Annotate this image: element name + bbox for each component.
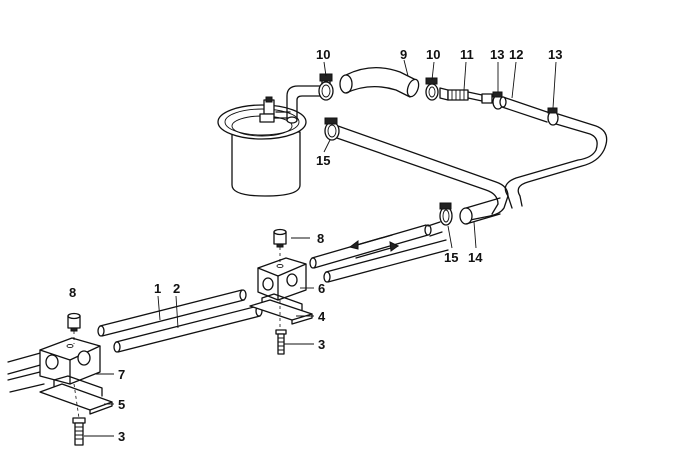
label-part-14: 14 [468,250,483,265]
hose-9 [339,67,420,98]
hose-clamp-13-right [547,107,559,126]
fuel-filter-housing [217,96,307,197]
label-part-1: 1 [154,281,161,296]
label-part-6: 6 [318,281,325,296]
rigid-fuel-pipes-lower [97,289,263,353]
hose-clamp-15-upper [324,117,340,141]
pipe-holder-6 [257,257,307,301]
hose-14 [459,197,501,225]
label-part-7: 7 [118,367,125,382]
label-part-3b: 3 [118,429,125,444]
hose-clamp-10-right [425,77,439,101]
nut-8-lower [67,312,81,332]
nut-8-upper [273,228,287,248]
bolt-3-upper [275,329,287,355]
hose-clamp-10-left [318,73,334,101]
rigid-fuel-pipes-upper [309,221,449,283]
label-part-4: 4 [318,309,326,324]
label-part-13b: 13 [548,47,562,62]
assembly-axis-lines [73,247,281,419]
fuel-return-line [504,113,608,209]
label-part-13a: 13 [490,47,504,62]
label-part-12: 12 [509,47,523,62]
label-part-9: 9 [400,47,407,62]
bracket-4 [249,293,313,325]
label-part-3a: 3 [318,337,325,352]
label-part-11: 11 [460,47,474,62]
label-part-15a: 15 [316,153,330,168]
hose-clamp-15-lower [439,202,453,226]
rigid-fuel-pipes-left [7,351,45,393]
label-part-10b: 10 [426,47,440,62]
part-labels: 10 9 10 11 13 12 13 15 15 14 8 6 4 3 1 2… [69,47,562,444]
fuel-feed-line [333,125,509,221]
elbow-hose [286,85,321,124]
label-part-15b: 15 [444,250,458,265]
bolt-3-lower [72,417,86,446]
label-part-10a: 10 [316,47,330,62]
label-part-8a: 8 [317,231,324,246]
pipe-holder-7 [39,337,101,385]
hose-12 [499,96,551,123]
leader-lines [84,59,557,437]
label-part-8b: 8 [69,285,76,300]
label-part-2: 2 [173,281,180,296]
hose-connector-11 [439,87,493,104]
label-part-5: 5 [118,397,125,412]
